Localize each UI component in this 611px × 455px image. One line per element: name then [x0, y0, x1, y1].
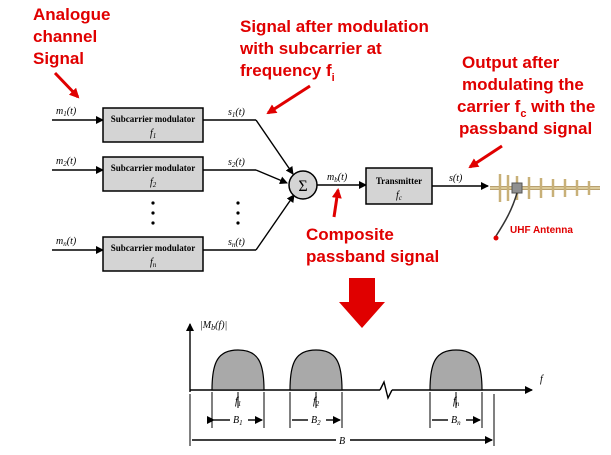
spectrum-band-1 — [211, 349, 265, 391]
input-signal-1: m1(t) — [56, 106, 77, 118]
output-signal-n: sn(t) — [228, 237, 246, 249]
output-signal-1: s1(t) — [228, 107, 246, 119]
subcarrier-modulator-1 — [102, 107, 204, 143]
channel-n: mn(t) Subcarrier modulator fn sn(t) — [52, 194, 295, 272]
total-bandwidth: B — [339, 436, 345, 447]
channel-ellipsis — [151, 201, 240, 225]
transmitter-freq: fc — [396, 190, 403, 202]
output-signal-2: s2(t) — [228, 157, 246, 169]
channel-2: m2(t) Subcarrier modulator f2 s2(t) — [52, 156, 288, 192]
transmitter-label: Transmitter — [376, 176, 422, 186]
modulator-2-freq: f2 — [150, 177, 157, 189]
callout-analogue-line2: channel — [33, 27, 97, 46]
channel-1: m1(t) Subcarrier modulator f1 s1(t) — [52, 106, 294, 175]
callout-output-line1: Output after — [462, 53, 560, 72]
modulator-n-freq: fn — [150, 257, 157, 269]
subcarrier-modulator-2 — [102, 156, 204, 192]
callout-analogue-arrow — [53, 71, 80, 99]
subcarrier-modulator-n — [102, 236, 204, 272]
callout-modulation-arrow — [266, 84, 311, 115]
callout-composite-line1: Composite — [306, 225, 394, 244]
spectrum-plot: |Mb(f)| f f1 f2 fn B1 B2 Bn B — [186, 320, 544, 447]
uhf-antenna-icon — [490, 174, 600, 241]
input-signal-n: mn(t) — [56, 236, 77, 248]
callout-modulation: Signal after modulation with subcarrier … — [239, 17, 429, 84]
spectrum-band-2 — [289, 349, 343, 391]
center-f2: f2 — [313, 396, 320, 408]
tx-output-signal: s(t) — [449, 173, 463, 184]
modulator-1-label: Subcarrier modulator — [111, 114, 196, 124]
spectrum-band-n — [429, 349, 483, 391]
bandwidth-bn: Bn — [451, 415, 461, 427]
callout-composite: Composite passband signal — [306, 225, 439, 266]
callout-output-arrow — [468, 144, 503, 169]
callout-modulation-line1: Signal after modulation — [240, 17, 429, 36]
modulator-n-label: Subcarrier modulator — [111, 243, 196, 253]
transmitter-block — [365, 167, 433, 205]
composite-signal-label: mb(t) — [327, 172, 348, 184]
callout-analogue-line3: Signal — [33, 49, 84, 68]
modulator-2-label: Subcarrier modulator — [111, 163, 196, 173]
callout-output-line3: carrier fc with the — [457, 97, 595, 120]
callout-composite-arrow — [331, 188, 342, 218]
antenna-label: UHF Antenna — [510, 225, 573, 236]
callout-analogue: Analogue channel Signal — [33, 5, 110, 68]
callout-output-line4: passband signal — [459, 119, 592, 138]
modulator-1-freq: f1 — [150, 128, 156, 140]
center-fn: fn — [453, 396, 460, 408]
callout-modulation-line2: with subcarrier at — [239, 39, 382, 58]
callout-composite-line2: passband signal — [306, 247, 439, 266]
summer-symbol: Σ — [298, 178, 307, 195]
callout-output-line2: modulating the — [462, 75, 584, 94]
bandwidth-b2: B2 — [311, 415, 321, 427]
spectrum-xlabel: f — [540, 374, 544, 385]
down-arrow-icon — [339, 278, 385, 328]
callout-output: Output after modulating the carrier fc w… — [457, 53, 595, 138]
input-signal-2: m2(t) — [56, 156, 77, 168]
bandwidth-b1: B1 — [233, 415, 243, 427]
center-f1: f1 — [235, 396, 241, 408]
spectrum-ylabel: |Mb(f)| — [200, 320, 227, 332]
callout-modulation-line3: frequency fi — [240, 61, 335, 84]
callout-analogue-line1: Analogue — [33, 5, 110, 24]
axis-break — [379, 379, 393, 401]
